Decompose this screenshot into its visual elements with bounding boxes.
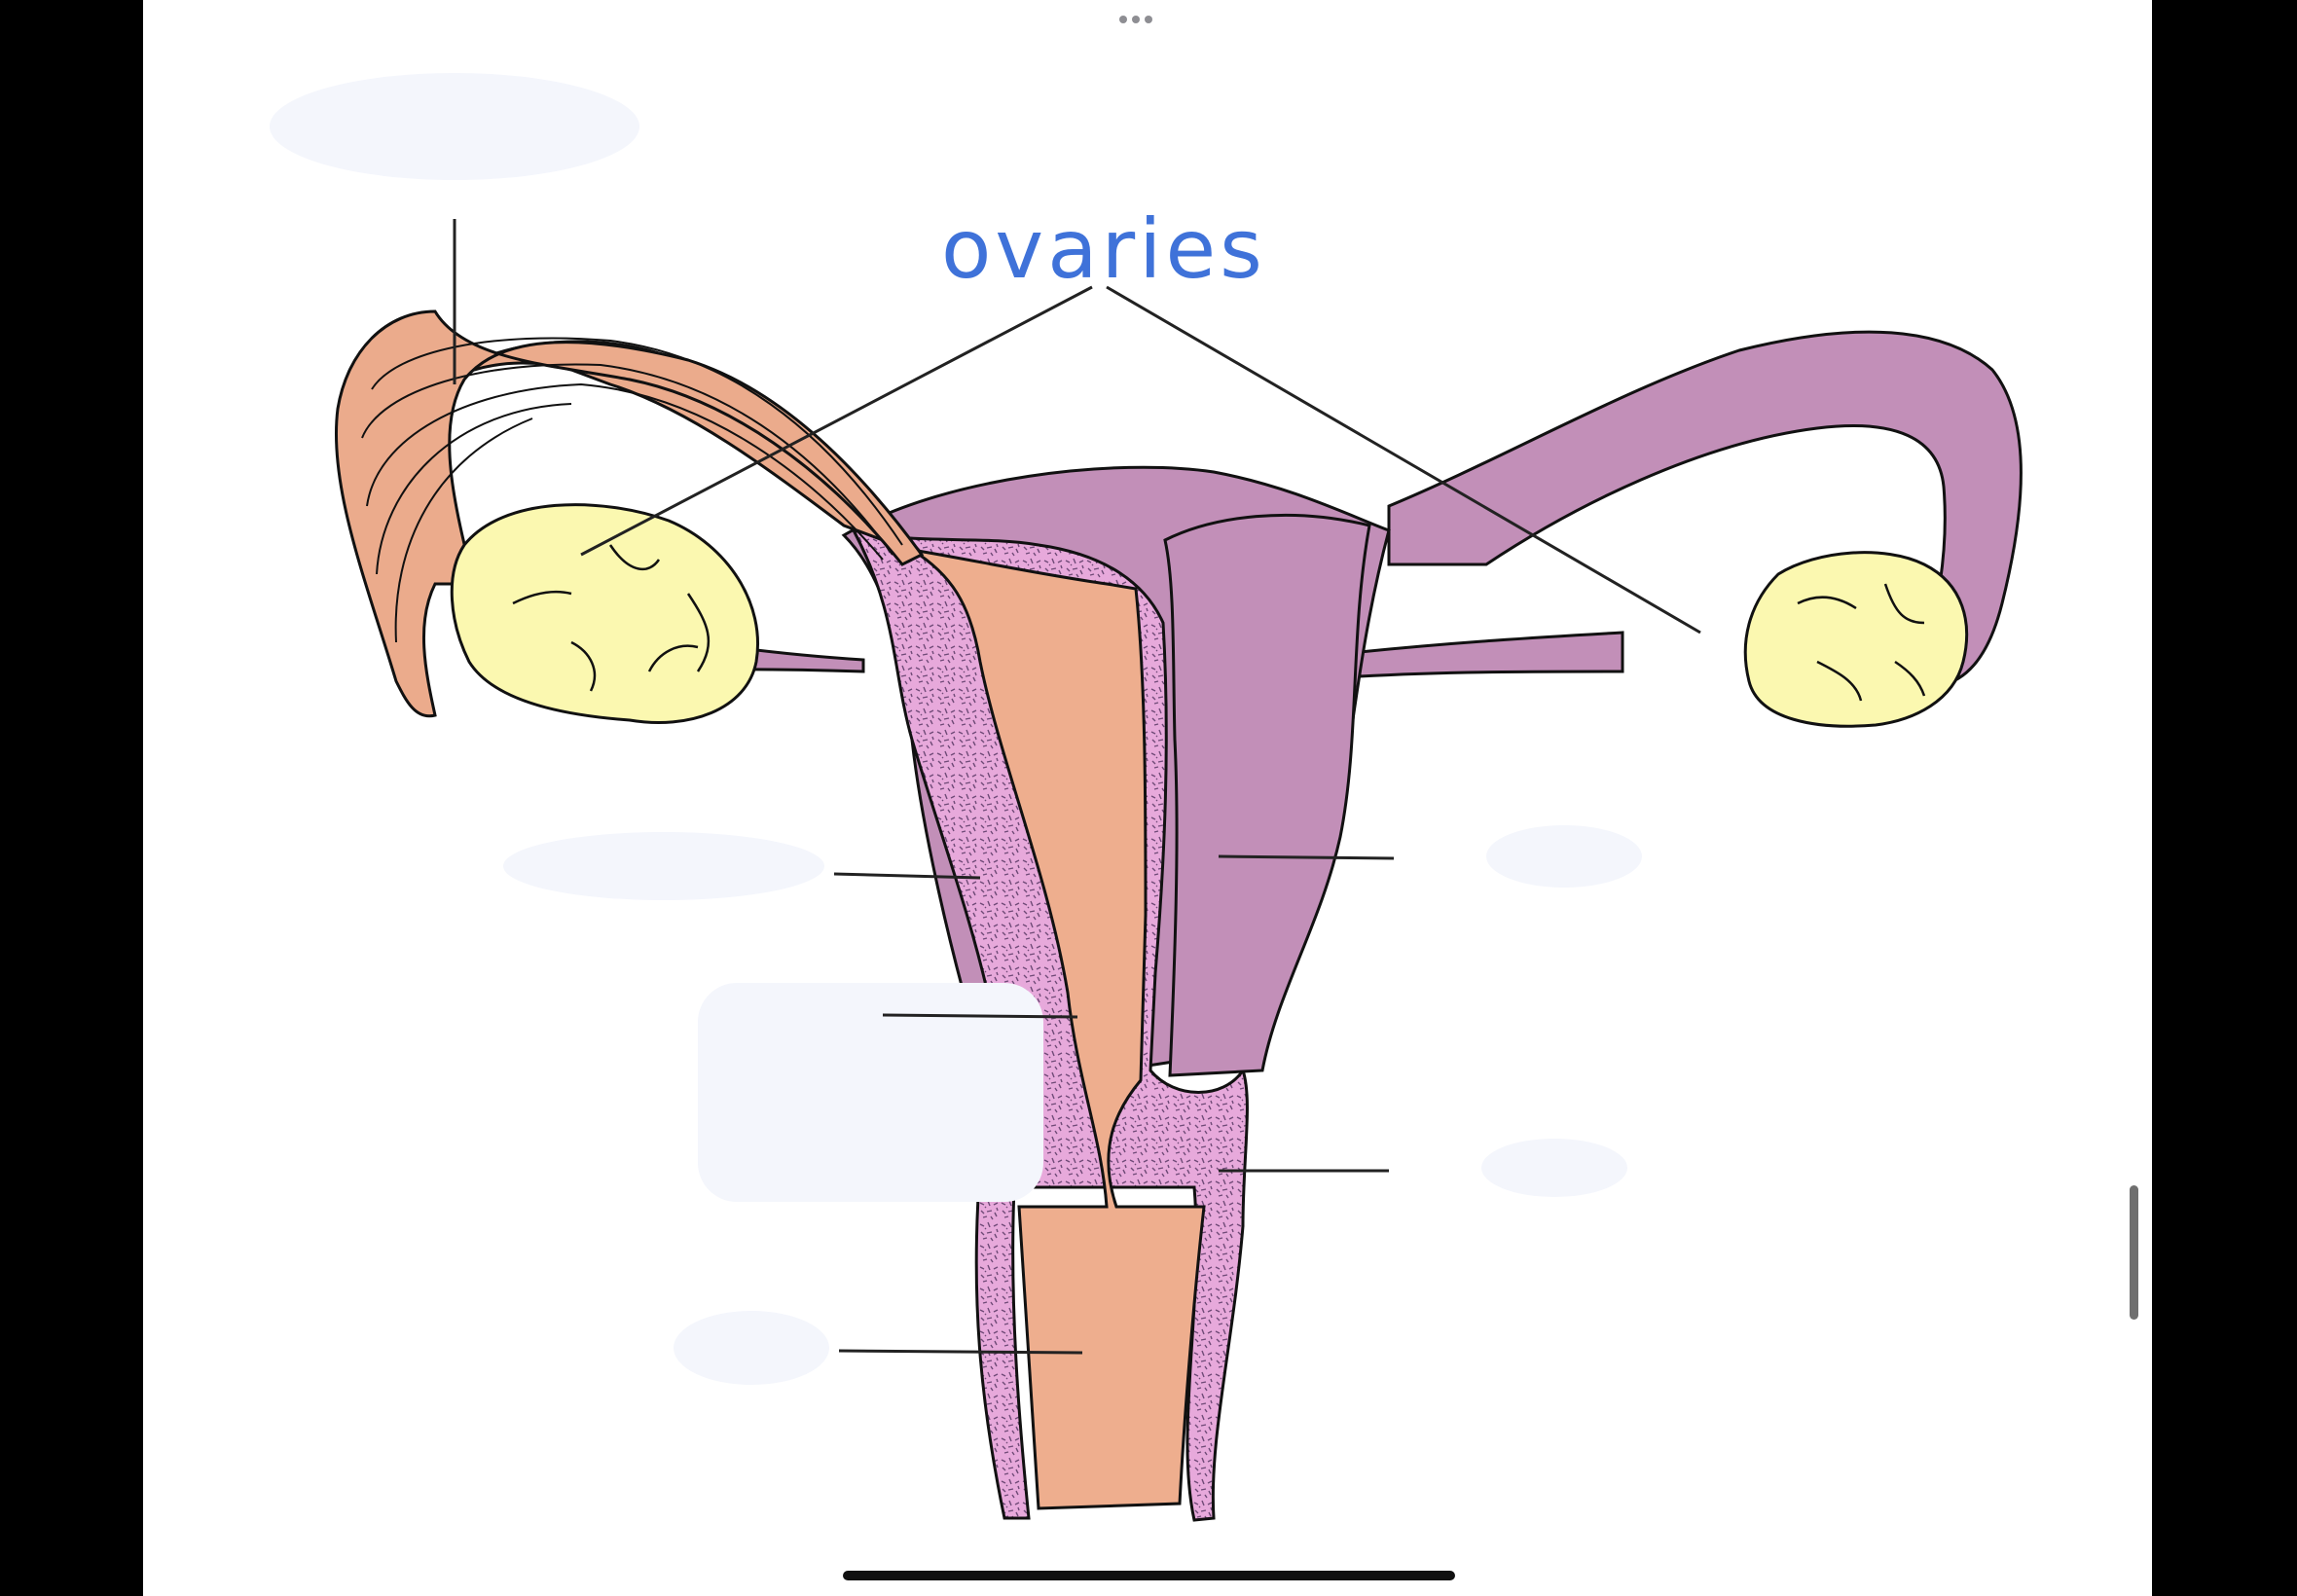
uterus-wall-right: [1163, 513, 1371, 1077]
reproductive-system-diagram: ovaries: [270, 73, 2023, 1522]
right-ovarian-ligament: [1358, 631, 1624, 678]
left-ovary: [450, 503, 759, 724]
erased-label-patch: [1486, 825, 1642, 888]
ovaries-label: ovaries: [941, 201, 1266, 297]
leader-lines: [453, 219, 1701, 1355]
drawing-canvas: ovaries: [143, 0, 2152, 1596]
left-fimbriae: [334, 309, 925, 718]
erased-label-patch: [1481, 1139, 1627, 1197]
erased-label-patch: [270, 73, 639, 180]
right-fallopian-tube: [1387, 330, 2023, 688]
more-dots-icon[interactable]: [1119, 16, 1152, 23]
erased-label-patch: [698, 983, 1043, 1202]
uterine-cavity: [911, 548, 1206, 1510]
scroll-thumb[interactable]: [2130, 1185, 2138, 1320]
home-indicator[interactable]: [843, 1571, 1455, 1580]
erased-label-patch: [674, 1311, 829, 1385]
erased-label-patch: [503, 832, 824, 900]
right-ovary: [1743, 551, 1969, 728]
